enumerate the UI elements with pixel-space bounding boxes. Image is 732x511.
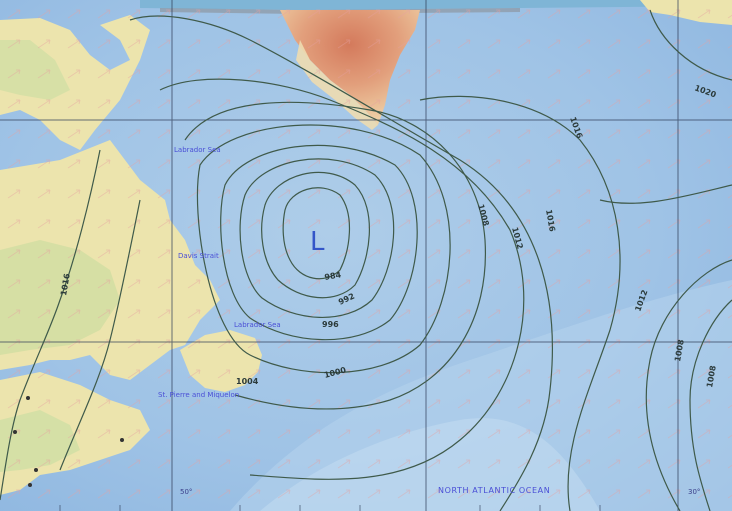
- place-label-davis-strait: Davis Strait: [178, 252, 219, 260]
- place-label-st-pierre: St. Pierre and Miquelon: [158, 391, 239, 399]
- place-label-labrador-sea-2: Labrador Sea: [234, 321, 281, 329]
- bottom-ticks: [59, 505, 601, 511]
- city-dots: [13, 396, 124, 487]
- coord-label-left: 50°: [180, 488, 192, 496]
- place-label-labrador-sea: Labrador Sea: [174, 146, 221, 154]
- ocean-label: NORTH ATLANTIC OCEAN: [438, 486, 550, 495]
- isobar-label-1008-farright: 1008: [705, 364, 718, 388]
- isobars: [0, 9, 732, 511]
- low-pressure-center: L: [310, 227, 325, 257]
- isobar-label-984: 984: [324, 270, 342, 282]
- isobar-label-996: 996: [322, 320, 339, 329]
- isobar-label-1008-right: 1008: [673, 338, 686, 362]
- coord-label-right: 30°: [688, 488, 700, 496]
- isobar-label-1016: 1016: [544, 209, 557, 233]
- isobar-label-1016-left: 1016: [59, 272, 72, 296]
- isobar-label-1004: 1004: [236, 377, 259, 386]
